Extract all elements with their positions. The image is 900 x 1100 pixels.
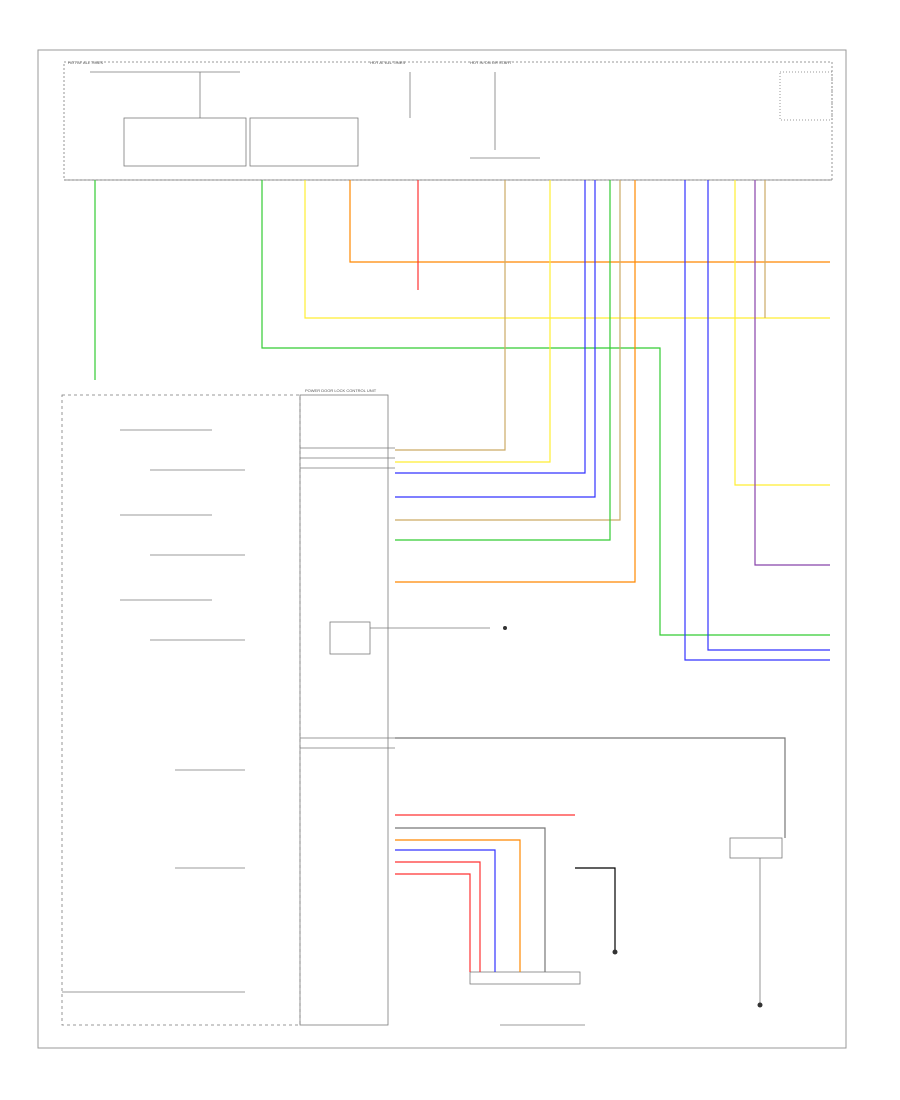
module-bus <box>300 447 395 749</box>
fuse-label-2: HOT AT ALL TIMES <box>370 60 405 65</box>
fuse-junction-box: HOT AT ALL TIMES HOT AT ALL TIMES HOT IN… <box>63 60 833 181</box>
wire-green-2 <box>261 180 830 636</box>
diagram-frame <box>37 49 847 1049</box>
door-lock-switch-assembly <box>61 394 301 1026</box>
wire-blue-3 <box>684 180 830 661</box>
wire-tan-2 <box>395 180 621 521</box>
wire-tan-1 <box>395 180 506 451</box>
wire-orange-3 <box>395 839 521 972</box>
power-door-lock-control-unit: POWER DOOR LOCK CONTROL UNIT <box>299 388 389 1026</box>
ground-icon <box>503 626 507 630</box>
wire-yellow-3 <box>734 180 830 486</box>
right-reference-block <box>779 71 833 121</box>
wire-orange-2 <box>395 180 636 583</box>
ground-symbols <box>503 626 763 1008</box>
wire-yellow-2 <box>395 180 551 463</box>
module-label: POWER DOOR LOCK CONTROL UNIT <box>305 388 377 393</box>
door-lock-relay <box>329 621 490 655</box>
wire-blue-5 <box>395 849 496 972</box>
wire-yellow-1 <box>304 180 830 319</box>
wires <box>94 180 830 972</box>
wire-red-3 <box>395 861 481 972</box>
wire-violet-1 <box>754 180 830 566</box>
wire-red-4 <box>395 873 471 972</box>
wire-blue-2 <box>395 180 596 498</box>
wire-orange-1 <box>349 180 830 263</box>
ground-icon <box>612 949 618 955</box>
lower-connector-block <box>469 971 585 1026</box>
fuse-label-3: HOT IN ON OR START <box>470 60 512 65</box>
wire-black-1 <box>575 867 616 950</box>
fuse-label-1: HOT AT ALL TIMES <box>68 60 103 65</box>
wire-gray-1 <box>395 737 786 838</box>
wire-blue-1 <box>395 180 586 474</box>
wire-gray-2 <box>395 827 546 972</box>
wire-green-3 <box>395 180 611 541</box>
door-lock-actuator <box>729 837 783 1005</box>
ground-icon <box>757 1002 763 1008</box>
wire-blue-4 <box>707 180 830 651</box>
